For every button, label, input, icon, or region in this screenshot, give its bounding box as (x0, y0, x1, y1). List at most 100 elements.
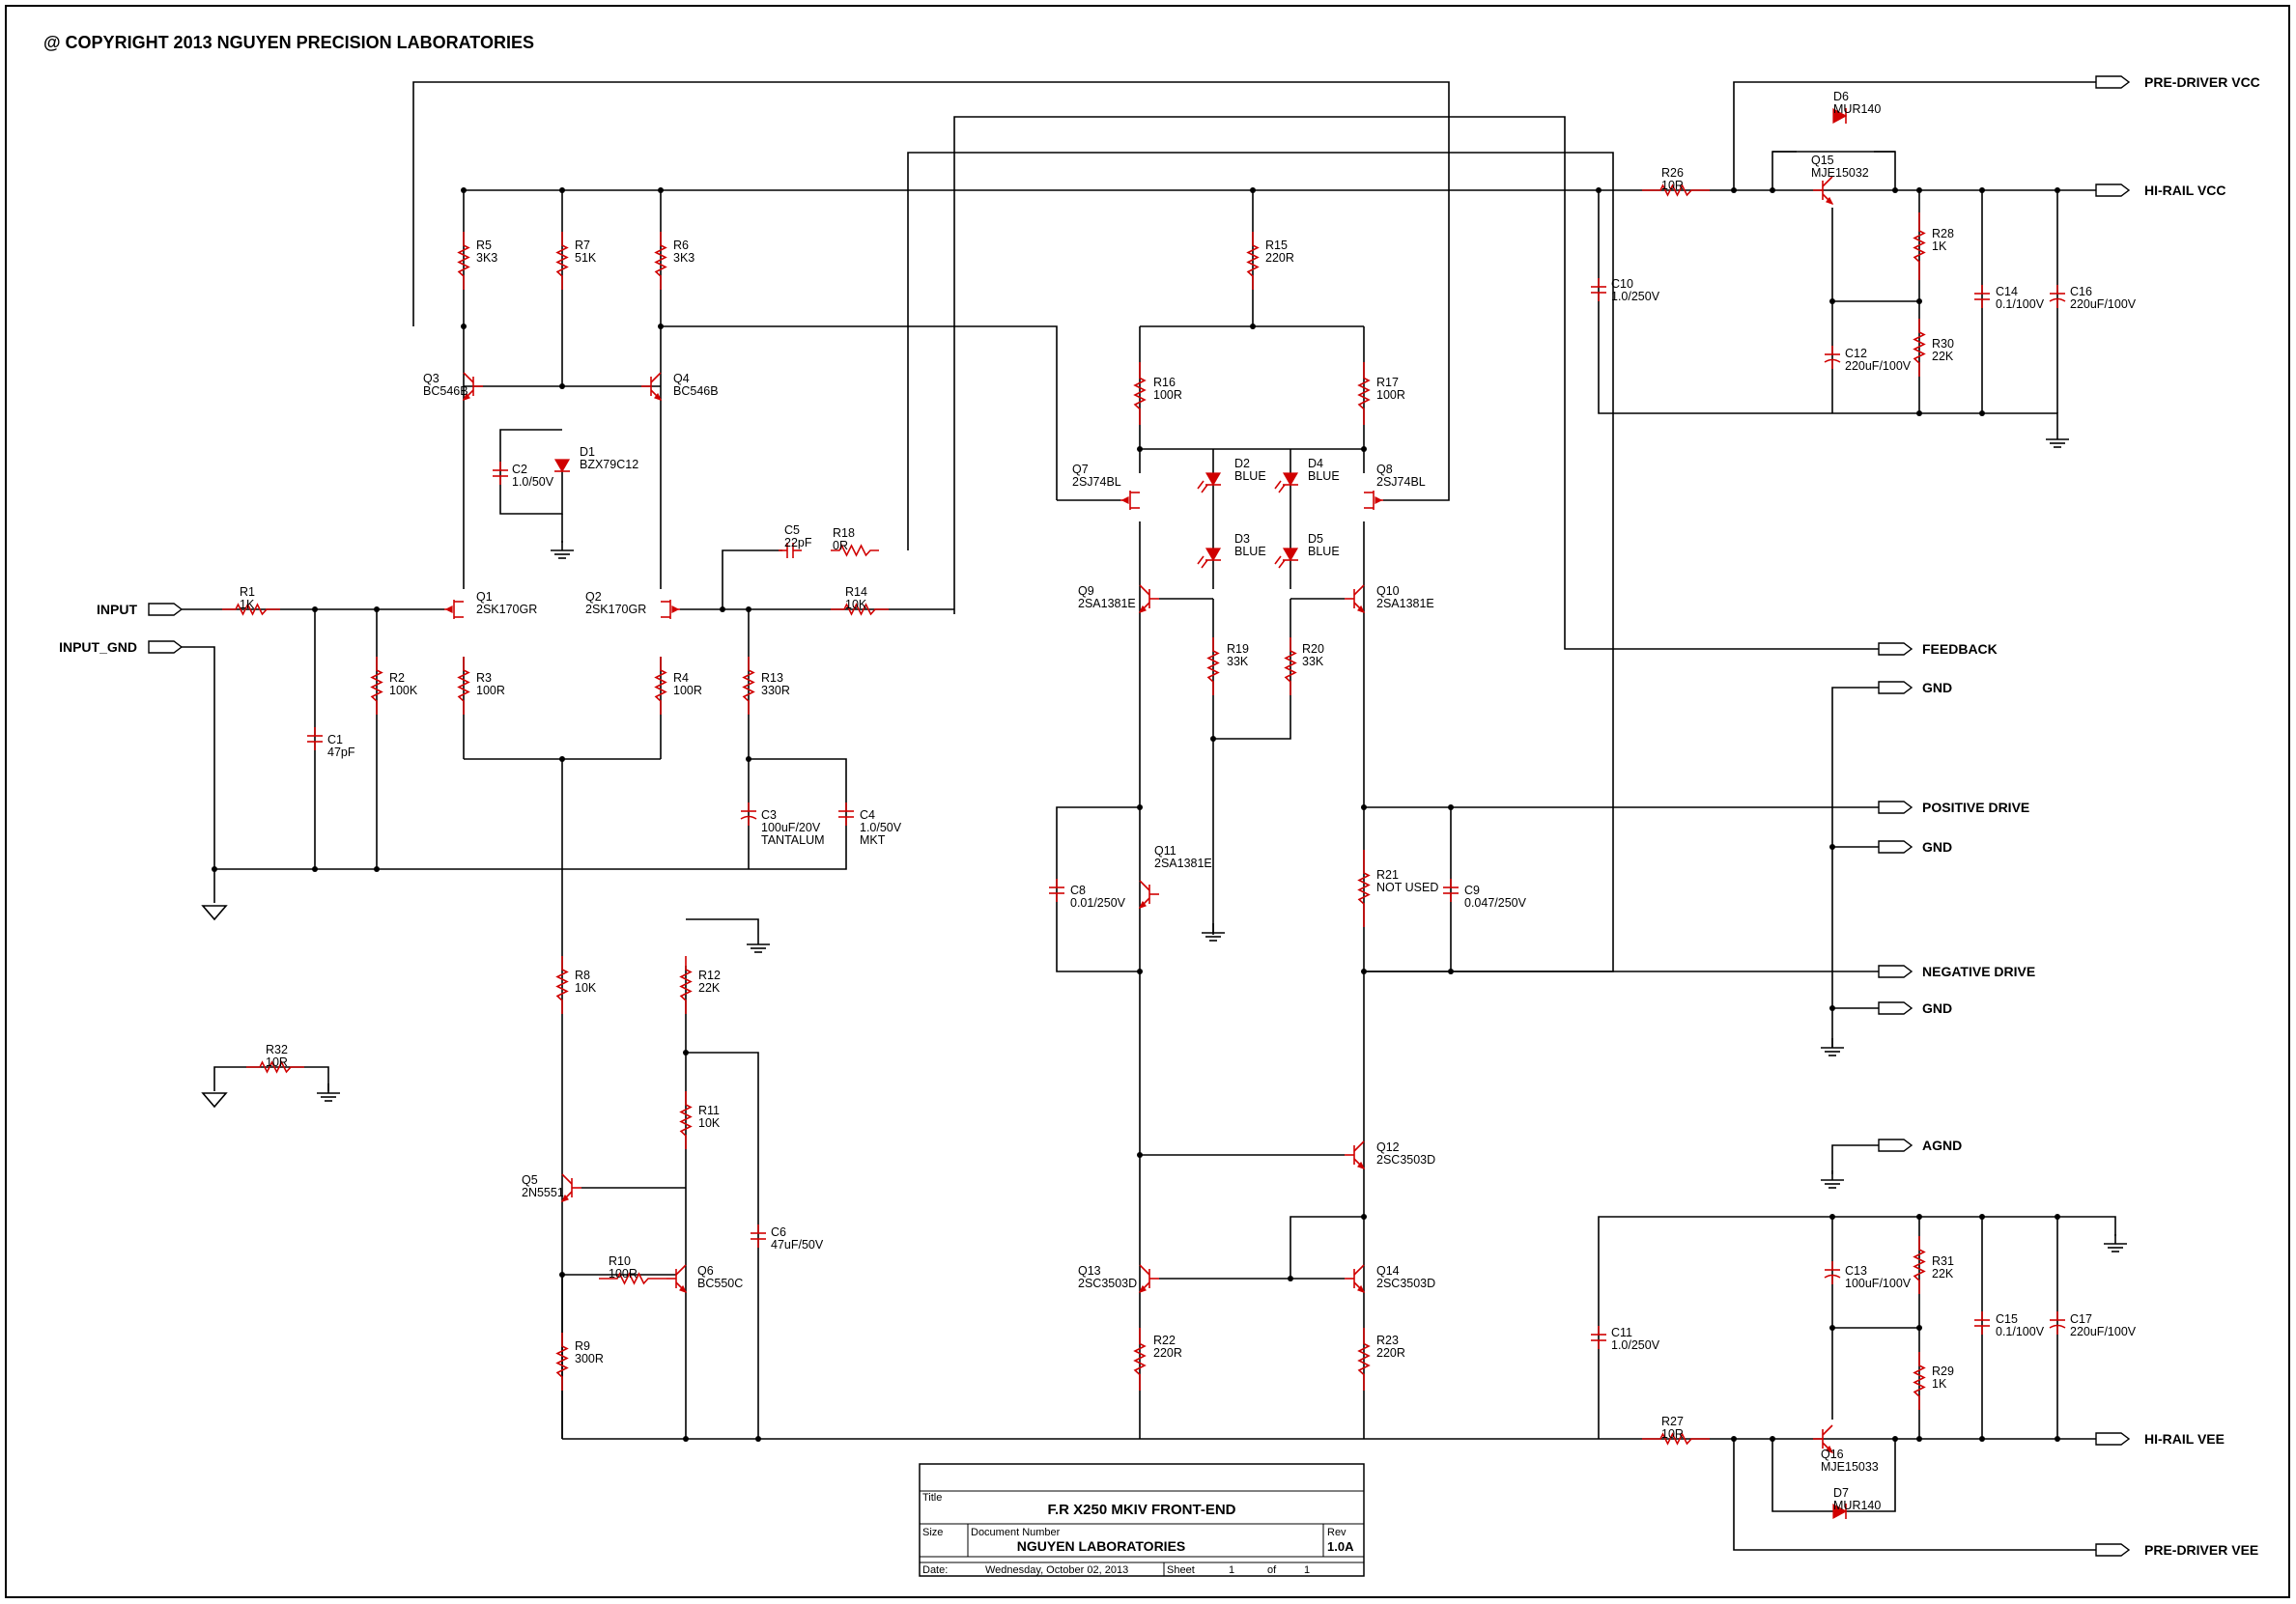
bjt-q12 (1345, 1140, 1366, 1170)
resistor-r22 (1133, 1328, 1147, 1391)
label-c9-ref: C9 (1464, 884, 1480, 897)
capacitor-c10 (1591, 278, 1606, 301)
label-r20-value: 33K (1302, 655, 1324, 668)
label-r22-value: 220R (1153, 1346, 1182, 1360)
port-agnd: AGND (1878, 1138, 1962, 1153)
resistor-r17 (1357, 362, 1371, 425)
label-q2-ref: Q2 (585, 590, 602, 604)
wires (182, 81, 2116, 1551)
label-q6-value: BC550C (697, 1277, 743, 1290)
label-c5-value: 22pF (784, 536, 812, 549)
capacitor-c15 (1974, 1311, 1990, 1335)
port-label: HI-RAIL VEE (2144, 1431, 2225, 1447)
resistor-r3 (457, 657, 470, 715)
bjt-q9 (1138, 584, 1159, 614)
capacitor-c3 (740, 802, 757, 826)
labels: R11KR2100KR3100RR4100RR53K3R63K3R751KR81… (240, 90, 2137, 1512)
label-c1-value: 47pF (327, 746, 355, 759)
label-r30-value: 22K (1932, 350, 1954, 363)
label-r15-ref: R15 (1265, 239, 1288, 252)
label-q7-ref: Q7 (1072, 463, 1089, 476)
label-q14-ref: Q14 (1376, 1264, 1400, 1278)
label-c11-value: 1.0/250V (1611, 1338, 1660, 1352)
label-d7-ref: D7 (1833, 1486, 1849, 1500)
bjt-q14 (1345, 1264, 1366, 1294)
jfet-q7 (1120, 491, 1140, 510)
label-c3-ref: C3 (761, 808, 777, 822)
label-r6-value: 3K3 (673, 251, 694, 265)
resistor-r29 (1913, 1352, 1926, 1410)
label-r8-value: 10K (575, 981, 597, 995)
label-c15-value: 0.1/100V (1996, 1325, 2045, 1338)
resistor-r16 (1133, 362, 1147, 425)
resistor-r19 (1206, 637, 1220, 695)
capacitor-c13 (1824, 1261, 1841, 1284)
components (222, 107, 2066, 1520)
sheets-value: 1 (1304, 1564, 1310, 1576)
port-gnd2: GND (1878, 839, 1952, 855)
label-r1-value: 1K (240, 598, 255, 611)
label-c15-ref: C15 (1996, 1312, 2018, 1326)
label-r4-ref: R4 (673, 671, 689, 685)
port-label: PRE-DRIVER VCC (2144, 74, 2260, 90)
label-r11-value: 10K (698, 1116, 721, 1130)
label-d1-value: BZX79C12 (580, 458, 638, 471)
label-d2-ref: D2 (1234, 457, 1250, 470)
label-r28-ref: R28 (1932, 227, 1954, 240)
label-r3-ref: R3 (476, 671, 492, 685)
resistor-r18 (831, 544, 879, 557)
zener-diode-d1 (553, 459, 571, 473)
label-d4-ref: D4 (1308, 457, 1323, 470)
capacitor-c9 (1443, 879, 1459, 902)
label-q4-ref: Q4 (673, 372, 690, 385)
label-c11-ref: C11 (1611, 1326, 1632, 1339)
label-q8-value: 2SJ74BL (1376, 475, 1426, 489)
resistor-r12 (679, 956, 693, 1014)
label-r18-value: 0R (833, 539, 848, 552)
label-q8-ref: Q8 (1376, 463, 1393, 476)
label-r7-value: 51K (575, 251, 597, 265)
sheet-label: Sheet (1167, 1564, 1195, 1576)
jfet-q8 (1364, 491, 1383, 510)
label-q10-value: 2SA1381E (1376, 597, 1434, 610)
port-label: NEGATIVE DRIVE (1922, 964, 2035, 979)
label-r6-ref: R6 (673, 239, 689, 252)
label-q9-value: 2SA1381E (1078, 597, 1136, 610)
label-r7-ref: R7 (575, 239, 590, 252)
label-r10-ref: R10 (609, 1254, 631, 1268)
sheet-border (5, 5, 2290, 1598)
title-value: F.R X250 MKIV FRONT-END (1047, 1502, 1235, 1518)
label-c6-value: 47uF/50V (771, 1238, 824, 1252)
label-q16-ref: Q16 (1821, 1448, 1844, 1461)
bjt-q15 (1813, 176, 1834, 206)
resistor-r21 (1357, 850, 1371, 927)
label-d6-ref: D6 (1833, 90, 1849, 103)
label-c16-ref: C16 (2070, 285, 2092, 298)
label-r26-ref: R26 (1661, 166, 1684, 180)
resistor-r13 (742, 657, 755, 715)
label-q16-value: MJE15033 (1821, 1460, 1879, 1474)
title-label: Title (922, 1492, 942, 1504)
resistor-r10 (599, 1272, 666, 1285)
label-r12-value: 22K (698, 981, 721, 995)
label-d3-ref: D3 (1234, 532, 1250, 546)
label-r14-ref: R14 (845, 585, 867, 599)
bjt-q13 (1138, 1264, 1159, 1294)
label-c2-value: 1.0/50V (512, 475, 554, 489)
label-d7-value: MUR140 (1833, 1499, 1881, 1512)
ground-symbol (2104, 1234, 2127, 1252)
label-d4-value: BLUE (1308, 469, 1340, 483)
label-r27-ref: R27 (1661, 1415, 1684, 1428)
port-negative-drive: NEGATIVE DRIVE (1878, 964, 2035, 979)
jfet-q1 (444, 600, 464, 619)
label-q3-value: BC546B (423, 384, 468, 398)
resistor-r15 (1246, 232, 1260, 290)
resistor-r28 (1913, 212, 1926, 280)
label-d1-ref: D1 (580, 445, 595, 459)
port-label: GND (1922, 680, 1952, 695)
resistor-r20 (1284, 637, 1297, 695)
label-r26-value: 10R (1661, 179, 1684, 192)
label-c17-value: 220uF/100V (2070, 1325, 2137, 1338)
label-q5-value: 2N5551 (522, 1186, 564, 1199)
